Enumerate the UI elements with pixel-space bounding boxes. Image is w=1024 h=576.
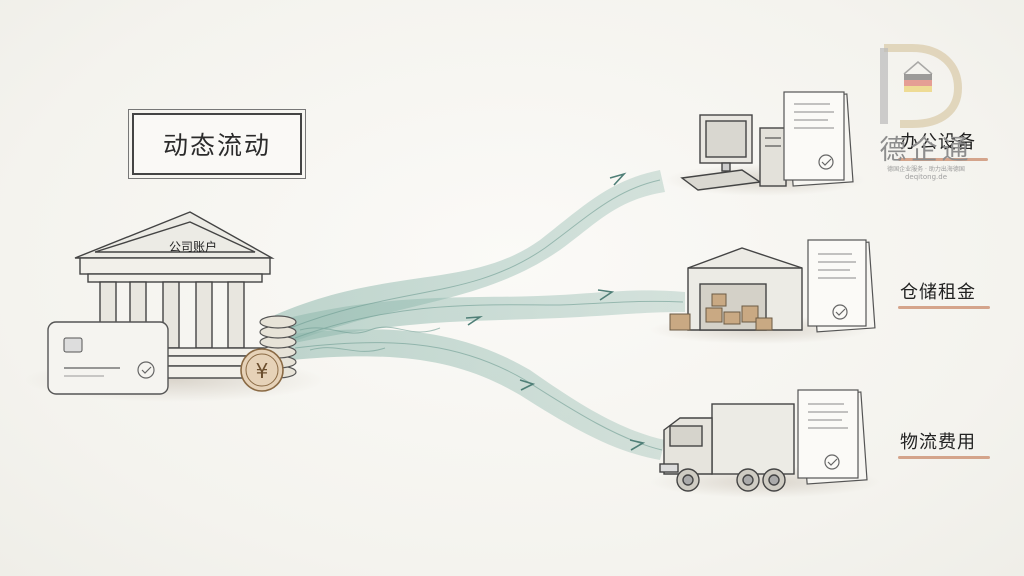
logistics-document-icon — [798, 390, 867, 484]
destination-label-logistics: 物流费用 — [900, 428, 976, 454]
computer-icon — [682, 115, 786, 190]
bank-card-icon — [48, 322, 168, 394]
logo-domain: deqitong.de — [866, 173, 986, 181]
yuan-coin-icon: ¥ — [241, 349, 283, 391]
diagram-title: 动态流动 — [163, 126, 271, 162]
destination-label-warehouse: 仓储租金 — [900, 278, 976, 304]
warehouse-icon — [670, 248, 802, 330]
office-document-icon — [784, 92, 853, 186]
svg-text:¥: ¥ — [256, 359, 269, 383]
money-streams — [275, 170, 685, 460]
underline-logistics — [898, 456, 990, 459]
warehouse-document-icon — [808, 240, 875, 332]
deqitong-logo: 德企通 德国企业服务 · 助力出海德国 deqitong.de — [866, 40, 986, 180]
logo-name: 德企通 — [866, 128, 986, 167]
logo-slogan: 德国企业服务 · 助力出海德国 — [866, 164, 986, 173]
underline-warehouse — [898, 306, 990, 309]
bank-sign-label: 公司账户 — [152, 238, 234, 255]
diagram-title-box: 动态流动 — [132, 113, 302, 175]
